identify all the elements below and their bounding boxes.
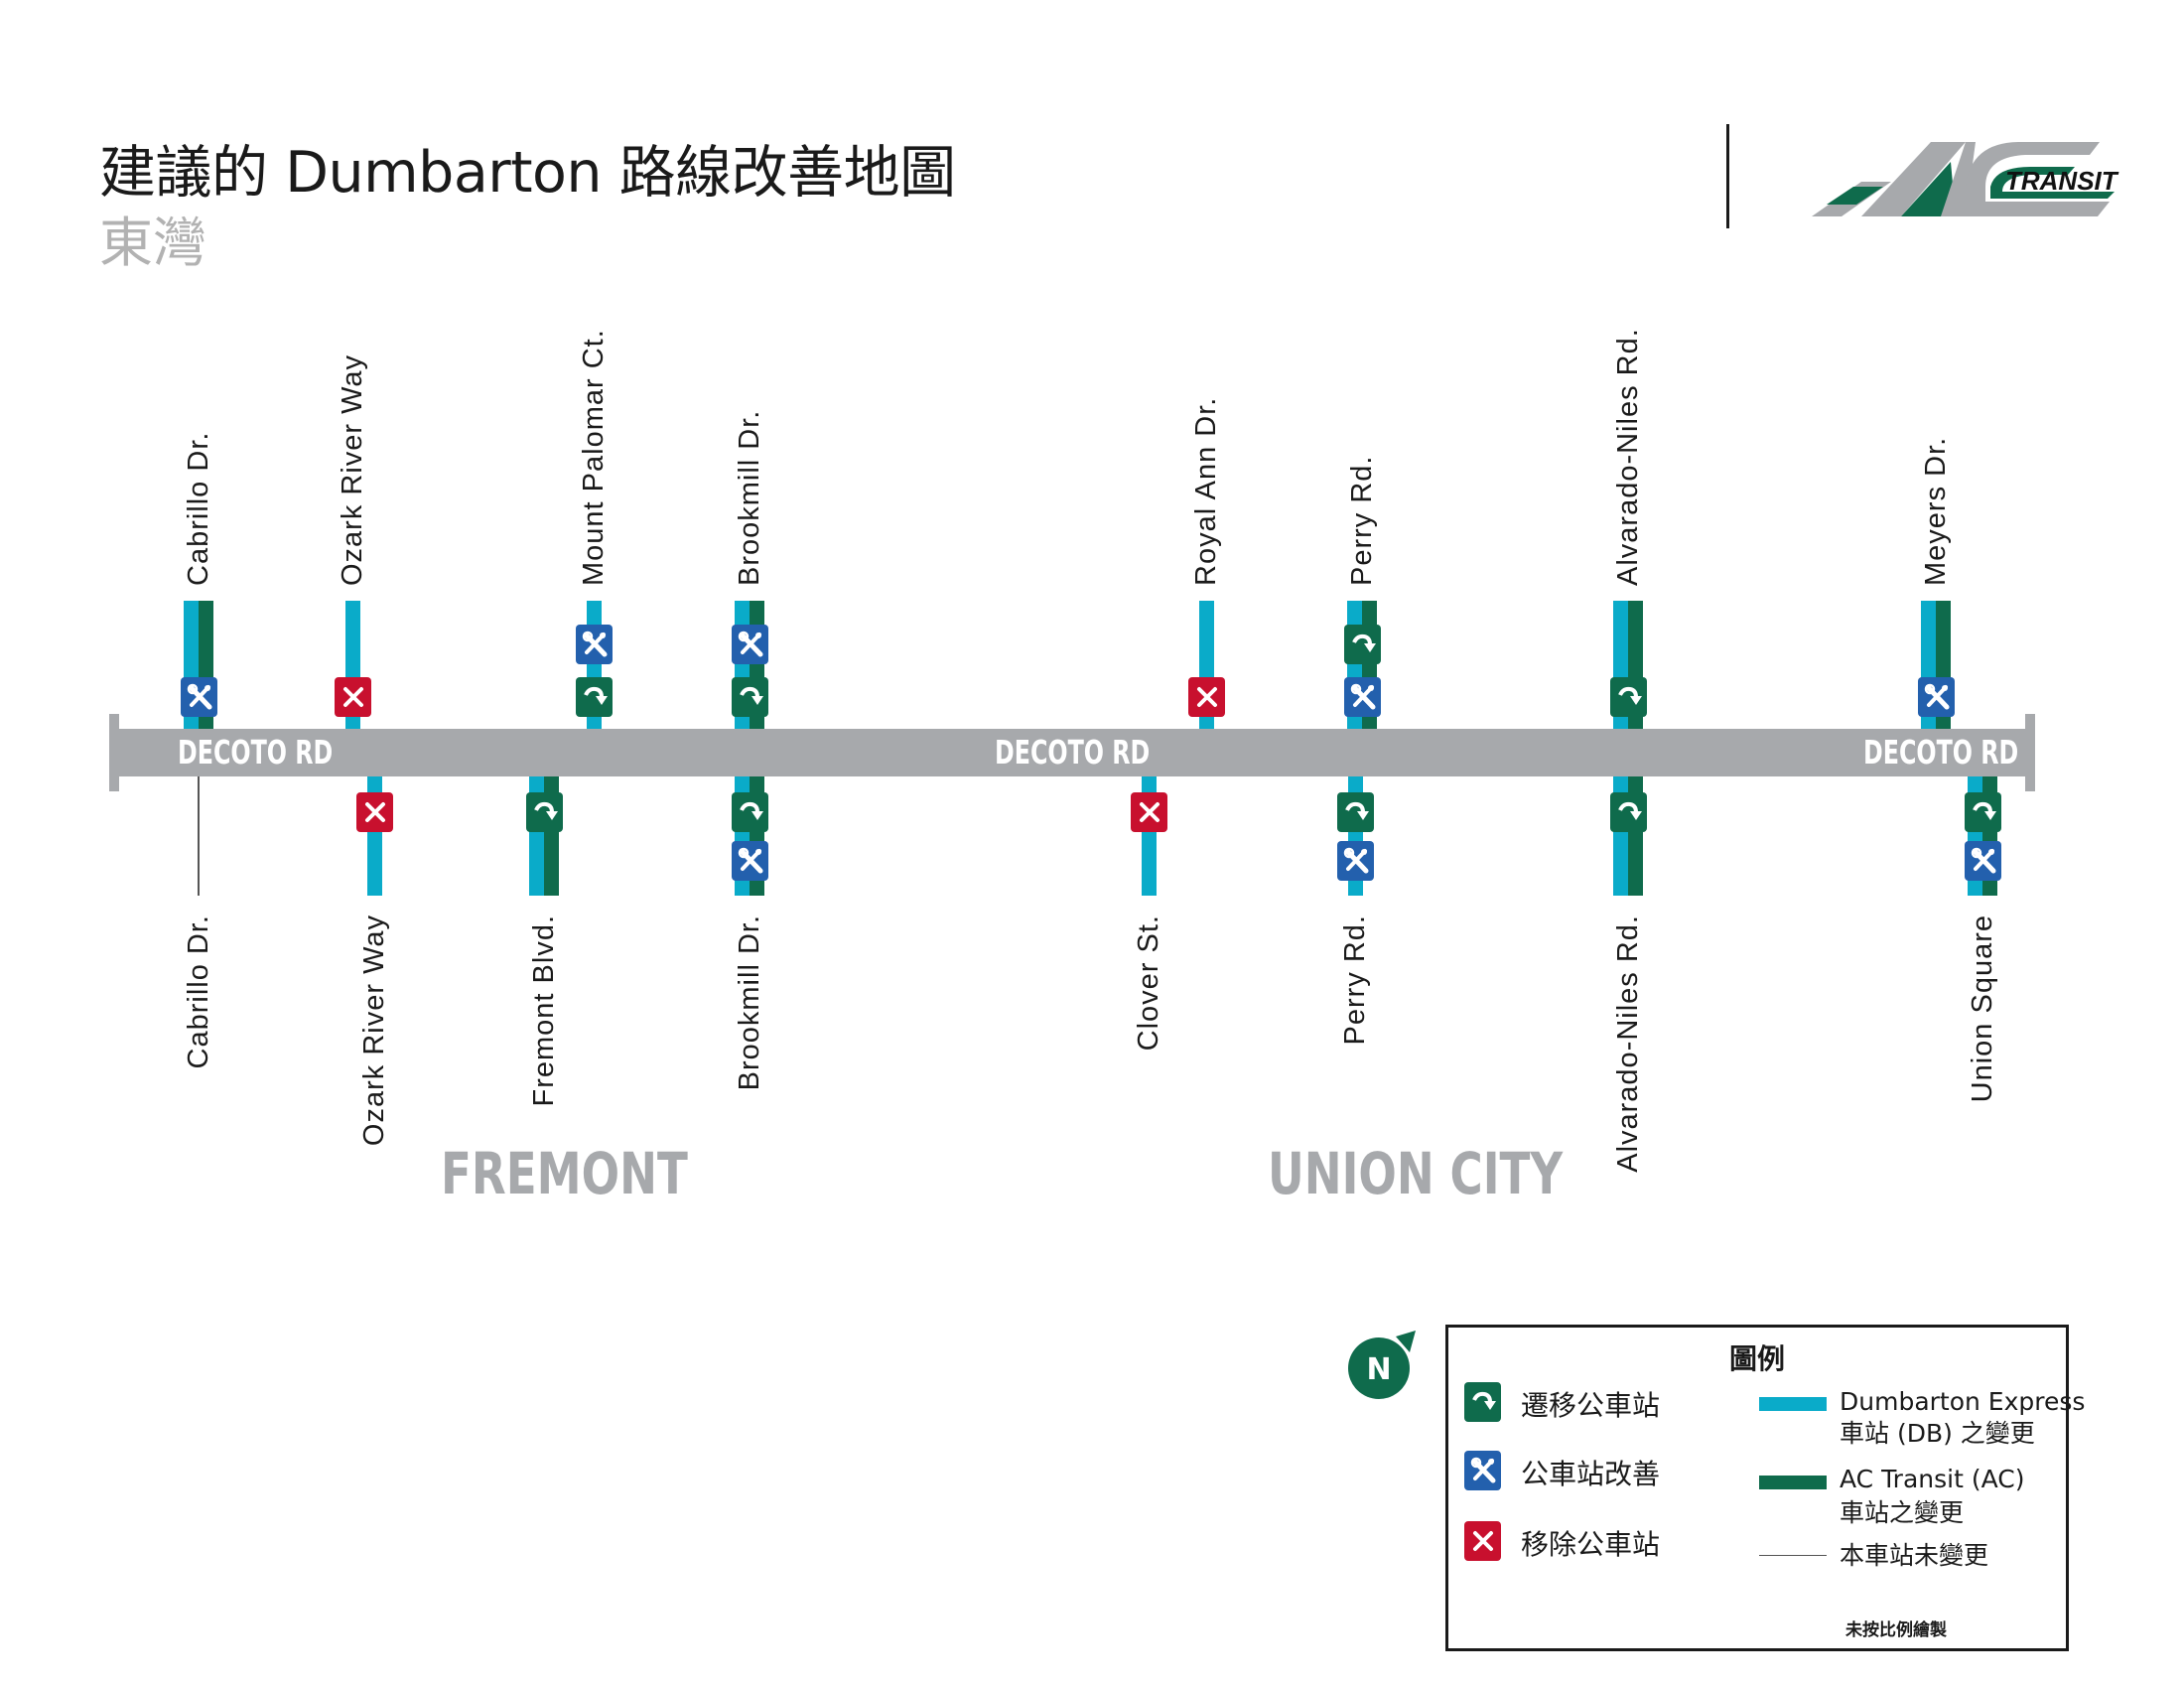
station-label: Fremont Blvd. (528, 914, 560, 1107)
legend-swatch-unchanged (1759, 1555, 1827, 1556)
page-title: 建議的 Dumbarton 路線改善地圖 (99, 140, 956, 206)
legend-swatch-db (1759, 1397, 1827, 1411)
road-label: DECOTO RD (178, 733, 334, 772)
remove-icon (1464, 1521, 1501, 1561)
improve-icon[interactable] (1337, 841, 1374, 881)
road-end-cap-east (2025, 714, 2035, 791)
north-arrow-icon: N (1348, 1329, 1428, 1408)
legend-label-relocate: 遷移公車站 (1521, 1389, 1661, 1422)
relocate-icon[interactable] (1610, 792, 1647, 832)
page-subtitle: 東灣 (99, 211, 206, 274)
legend-label-unchanged: 本車站未變更 (1840, 1541, 1989, 1570)
scale-footnote: 未按比例繪製 (1845, 1620, 1947, 1640)
relocate-icon[interactable] (1337, 792, 1374, 832)
relocate-icon[interactable] (732, 677, 768, 717)
legend-label-ac-2: 車站之變更 (1840, 1498, 1965, 1527)
station-label: Perry Rd. (1346, 455, 1378, 586)
station-label: Perry Rd. (1339, 914, 1371, 1046)
improve-icon[interactable] (1965, 841, 2001, 881)
station-label: Brookmill Dr. (734, 914, 765, 1091)
station-label: Cabrillo Dr. (183, 431, 214, 586)
legend: 圖例 遷移公車站 公車站改善 移除公車站 Dumbarton Express 車… (1445, 1325, 2085, 1651)
station-label: Alvarado-Niles Rd. (1612, 914, 1644, 1173)
remove-icon[interactable] (1131, 792, 1167, 832)
road-label: DECOTO RD (995, 733, 1151, 772)
remove-icon[interactable] (335, 677, 371, 717)
improve-icon[interactable] (181, 677, 217, 717)
road-end-cap-west (109, 714, 119, 791)
station-label: Royal Ann Dr. (1190, 396, 1222, 586)
legend-label-improve: 公車站改善 (1521, 1458, 1661, 1490)
relocate-icon[interactable] (576, 677, 613, 717)
improve-icon[interactable] (576, 625, 613, 664)
improve-icon[interactable] (732, 625, 768, 664)
station-label: Alvarado-Niles Rd. (1612, 328, 1644, 586)
station-label: Ozark River Way (337, 353, 368, 586)
relocate-icon (1464, 1382, 1501, 1422)
station-label: Brookmill Dr. (734, 409, 765, 586)
improve-icon[interactable] (732, 841, 768, 881)
improve-icon[interactable] (1344, 677, 1381, 717)
relocate-icon[interactable] (732, 792, 768, 832)
station-label: Meyers Dr. (1920, 436, 1952, 586)
remove-icon[interactable] (356, 792, 393, 832)
station-label: Ozark River Way (358, 914, 390, 1147)
relocate-icon[interactable] (1610, 677, 1647, 717)
relocate-icon[interactable] (1344, 625, 1381, 664)
relocate-icon[interactable] (1965, 792, 2001, 832)
station-label: Mount Palomar Ct. (578, 329, 610, 586)
ac-transit-logo: TRANSIT (1792, 127, 2119, 221)
city-label-fremont: FREMONT (441, 1140, 688, 1207)
legend-title: 圖例 (1728, 1342, 1785, 1375)
improve-icon (1464, 1451, 1501, 1490)
header-divider (1726, 124, 1729, 228)
road-label: DECOTO RD (1863, 733, 2019, 772)
remove-icon[interactable] (1188, 677, 1225, 717)
station-label: Union Square (1967, 914, 1998, 1103)
station-label: Cabrillo Dr. (183, 914, 214, 1069)
svg-text:TRANSIT: TRANSIT (2005, 166, 2119, 196)
legend-label-ac-1: AC Transit (AC) (1840, 1465, 2025, 1493)
relocate-icon[interactable] (526, 792, 563, 832)
legend-label-db-1: Dumbarton Express (1840, 1387, 2086, 1416)
legend-label-remove: 移除公車站 (1521, 1528, 1661, 1561)
city-label-union-city: UNION CITY (1268, 1140, 1564, 1207)
unchanged-stop-line (198, 776, 200, 896)
decoto-road (113, 729, 2027, 776)
improve-icon[interactable] (1918, 677, 1955, 717)
north-label: N (1366, 1352, 1391, 1387)
legend-swatch-ac (1759, 1476, 1827, 1489)
legend-label-db-2: 車站 (DB) 之變更 (1840, 1419, 2035, 1448)
station-label: Clover St. (1133, 914, 1164, 1052)
